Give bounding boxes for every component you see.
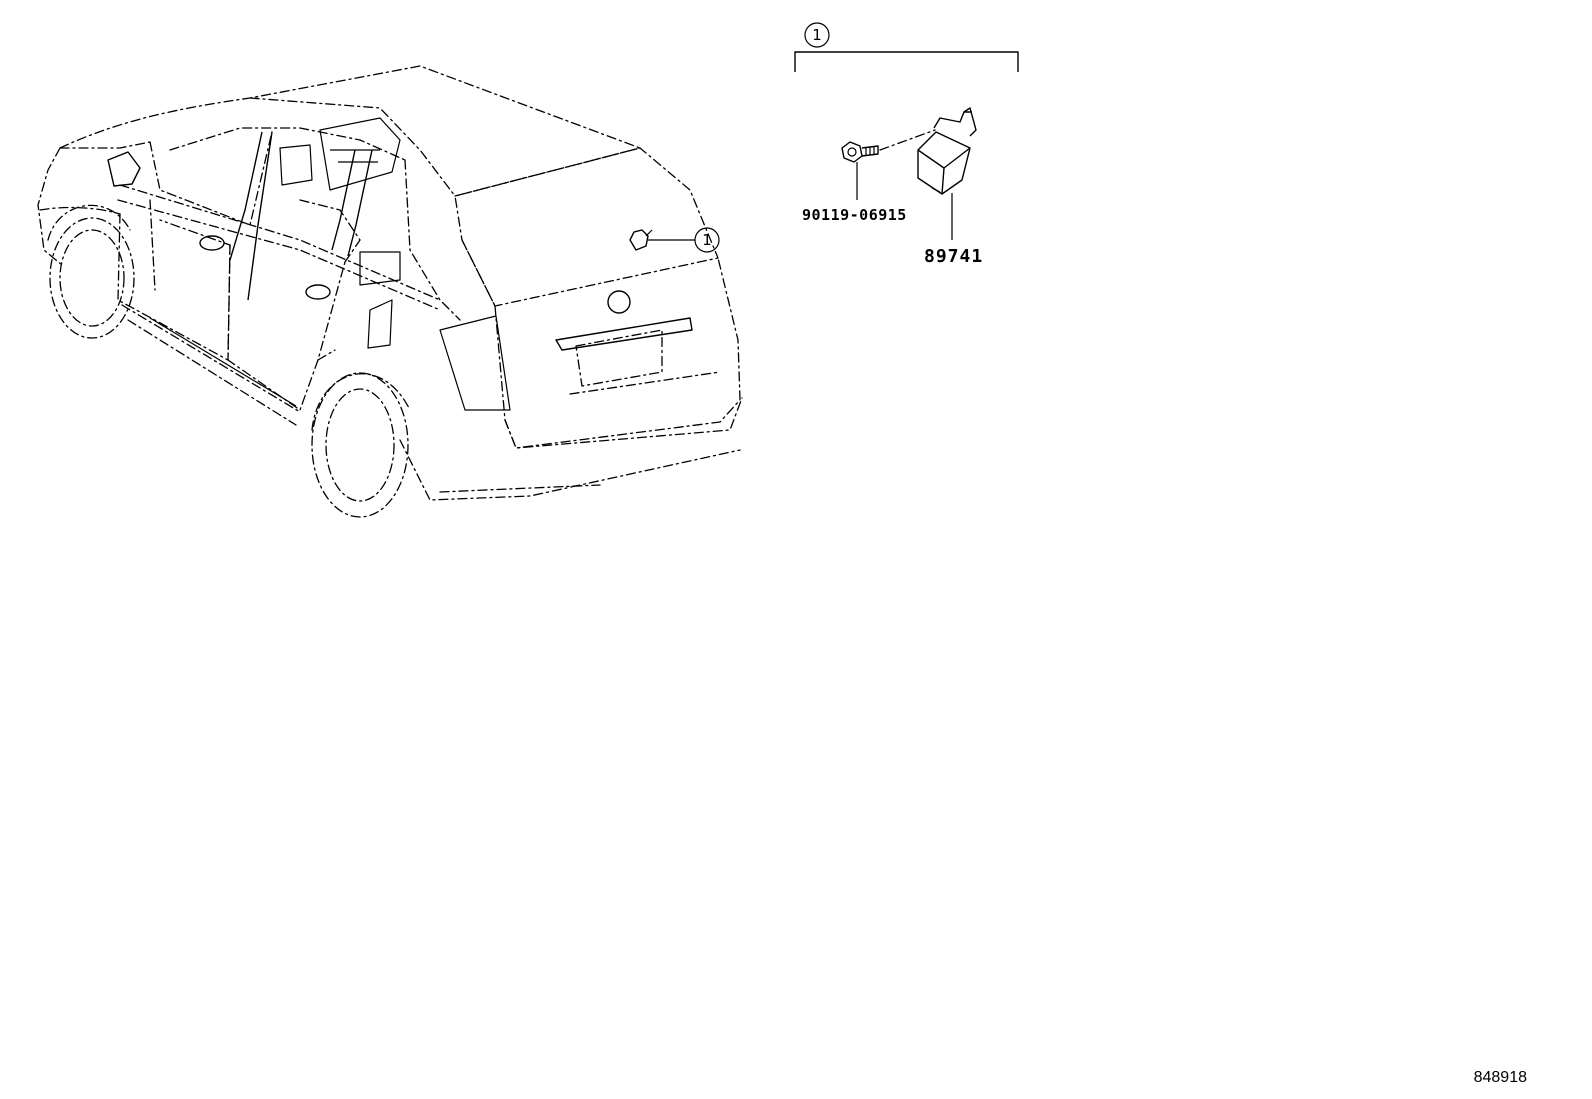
group-callout-number: 1 [812,26,822,44]
group-bracket: 1 [794,22,1019,72]
figure-id: 848918 [1474,1069,1527,1086]
module-icon [917,107,977,240]
vehicle-callout-number: 1 [702,231,712,249]
part-number-module: 89741 [924,246,983,267]
bolt-icon [841,141,879,200]
part-number-bolt: 90119-06915 [802,206,907,224]
vehicle-callout: 1 [694,227,720,253]
vehicle-illustration [37,65,743,518]
